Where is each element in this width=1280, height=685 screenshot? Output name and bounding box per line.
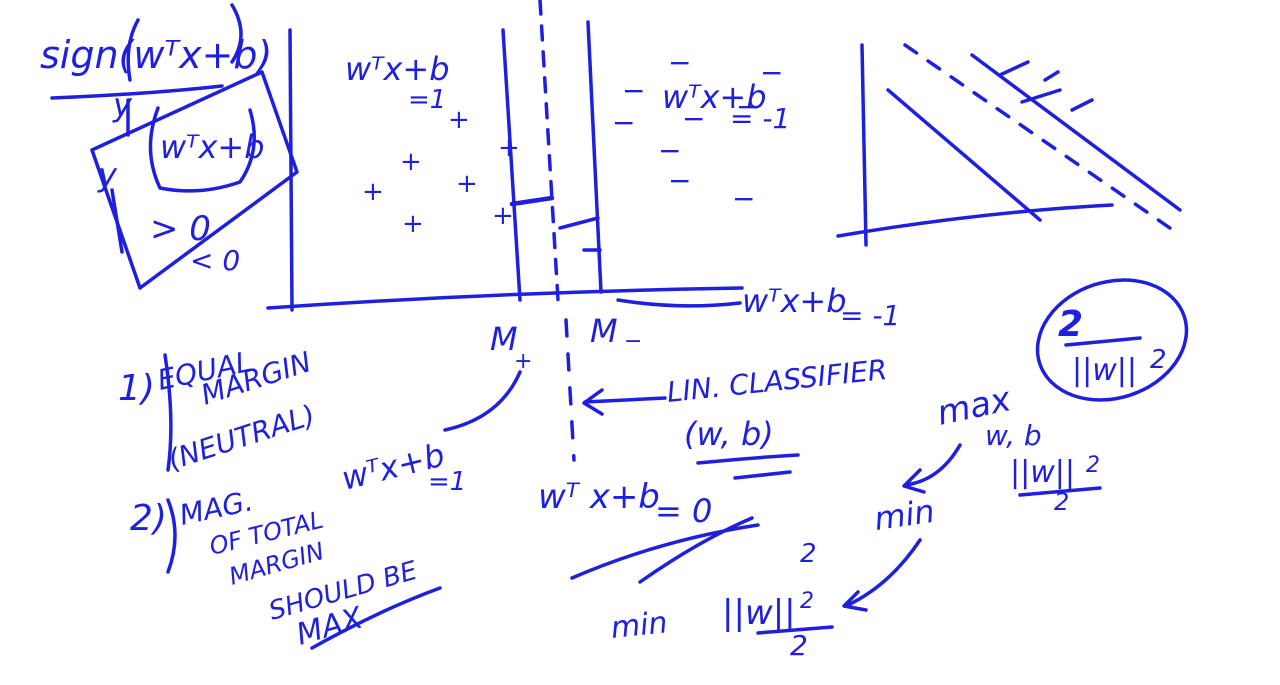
margin-minus-sub: − <box>624 329 642 354</box>
circle-subscript: 2 <box>1150 345 1167 375</box>
lin-arrow-head <box>582 388 604 416</box>
boundary-double-underline-1 <box>570 523 760 580</box>
min-final-numerator: ||w|| <box>722 593 796 633</box>
margin-line-minus <box>586 20 603 294</box>
plot-y-axis <box>288 28 294 312</box>
y-label-top: y <box>112 86 133 124</box>
left-class-equation-rhs: =1 <box>408 85 446 115</box>
right-hatch-4 <box>1070 98 1094 112</box>
minus-class-point: − <box>668 164 691 197</box>
max-underline <box>310 586 442 650</box>
right-line-a <box>886 88 1042 222</box>
right-hatch-3 <box>1043 70 1060 82</box>
plus-class-point: + <box>498 133 520 163</box>
bottom-eq-connector <box>616 298 742 308</box>
minus-class-point: − <box>736 90 759 123</box>
norm-numerator: ||w|| <box>1010 455 1075 490</box>
norm-fraction-bar <box>1018 486 1102 497</box>
bottom-equation-rhs: = -1 <box>840 299 900 332</box>
decision-boundary-dashed-lower <box>564 318 576 462</box>
gt-zero-label: > 0 <box>150 209 211 249</box>
note1-bracket <box>163 353 173 472</box>
min-to-final-arrow <box>846 538 922 607</box>
right-class-equation: wᵀx+b <box>662 78 767 116</box>
boundary-equation: wᵀ x+b <box>538 477 660 517</box>
plus-class-point: + <box>362 177 384 207</box>
right-hatch-1 <box>998 60 1030 77</box>
right-class-equation-rhs: = -1 <box>730 102 790 135</box>
min-final-denominator: 2 <box>790 629 808 662</box>
sign-left-paren <box>126 18 140 82</box>
min-final-subscript: 2 <box>800 589 814 614</box>
left-class-equation: wᵀx+b <box>345 50 450 88</box>
margin-line-plus <box>501 28 522 302</box>
inner-expression: wᵀx+b <box>160 128 265 166</box>
margin-width-bar <box>509 195 555 207</box>
sign-expression: sign(wᵀx+b) <box>40 33 272 77</box>
margin-width-bar-2 <box>558 216 600 230</box>
min-final-label: min <box>609 605 669 646</box>
max-to-min-arrowhead <box>902 468 926 494</box>
margin-minus-label: M <box>590 312 618 350</box>
note2-equation-rhs: =1 <box>428 467 466 497</box>
minus-class-point: − <box>668 46 691 79</box>
minus-class-point: − <box>612 106 635 139</box>
boundary-equation-rhs: = 0 <box>655 492 712 530</box>
right-plot-x-axis <box>836 203 1114 238</box>
min-label: min <box>872 492 937 538</box>
boundary-double-underline-2 <box>638 516 754 584</box>
minus-class-point: − <box>658 134 681 167</box>
y-label-box: y <box>97 156 118 194</box>
minus-class-point: − <box>760 56 783 89</box>
decision-box <box>90 70 299 290</box>
minus-class-point: − <box>732 182 755 215</box>
right-plot-y-axis <box>860 43 868 247</box>
circle-numerator: 2 <box>1058 304 1083 345</box>
lin-params-underline-2 <box>733 470 792 480</box>
plus-class-point: + <box>400 147 422 177</box>
bottom-equation: wᵀx+b <box>742 282 847 320</box>
lin-classifier-label: LIN. CLASSIFIER <box>665 353 888 409</box>
right-line-c <box>970 53 1182 212</box>
lin-params-underline-1 <box>696 453 800 465</box>
margin-plus-sub: + <box>514 349 532 374</box>
circle-denominator: ||w|| <box>1072 353 1137 388</box>
sign-underline <box>50 84 224 100</box>
norm-subscript: 2 <box>1086 453 1100 478</box>
lt-zero-label: < 0 <box>190 244 240 277</box>
note2-bracket <box>166 498 177 574</box>
min-final-superscript: 2 <box>800 539 817 569</box>
inner-expr-paren <box>148 106 256 193</box>
lin-classifier-params: (w, b) <box>684 415 774 453</box>
sign-right-paren <box>230 3 243 64</box>
note1-number: 1) <box>118 368 155 409</box>
m-plus-curve <box>443 370 522 432</box>
lin-arrow-line <box>583 396 667 404</box>
margin-plus-label: M <box>490 320 518 358</box>
circle-fraction-bar <box>1064 336 1142 347</box>
max-subscript: w, b <box>985 419 1042 452</box>
highlight-circle <box>1035 278 1189 402</box>
final-fraction-bar <box>756 625 834 635</box>
decision-boundary-dashed <box>538 0 560 302</box>
minus-class-point: − <box>682 102 705 135</box>
max-to-min-arrow <box>904 443 962 487</box>
note1-line3: (NEUTRAL) <box>164 398 319 476</box>
min-to-final-arrowhead <box>842 590 868 612</box>
minus-class-point: − <box>622 74 645 107</box>
y-arrow <box>110 188 124 254</box>
right-hatch-2 <box>1020 88 1062 104</box>
plus-class-point: + <box>402 209 424 239</box>
plot-x-axis <box>266 286 744 310</box>
plus-class-point: + <box>448 105 470 135</box>
plus-class-point: + <box>456 169 478 199</box>
note2-number: 2) <box>130 498 167 539</box>
norm-denominator: 2 <box>1054 488 1069 516</box>
plus-class-point: + <box>492 201 514 231</box>
right-line-b <box>903 43 1182 237</box>
